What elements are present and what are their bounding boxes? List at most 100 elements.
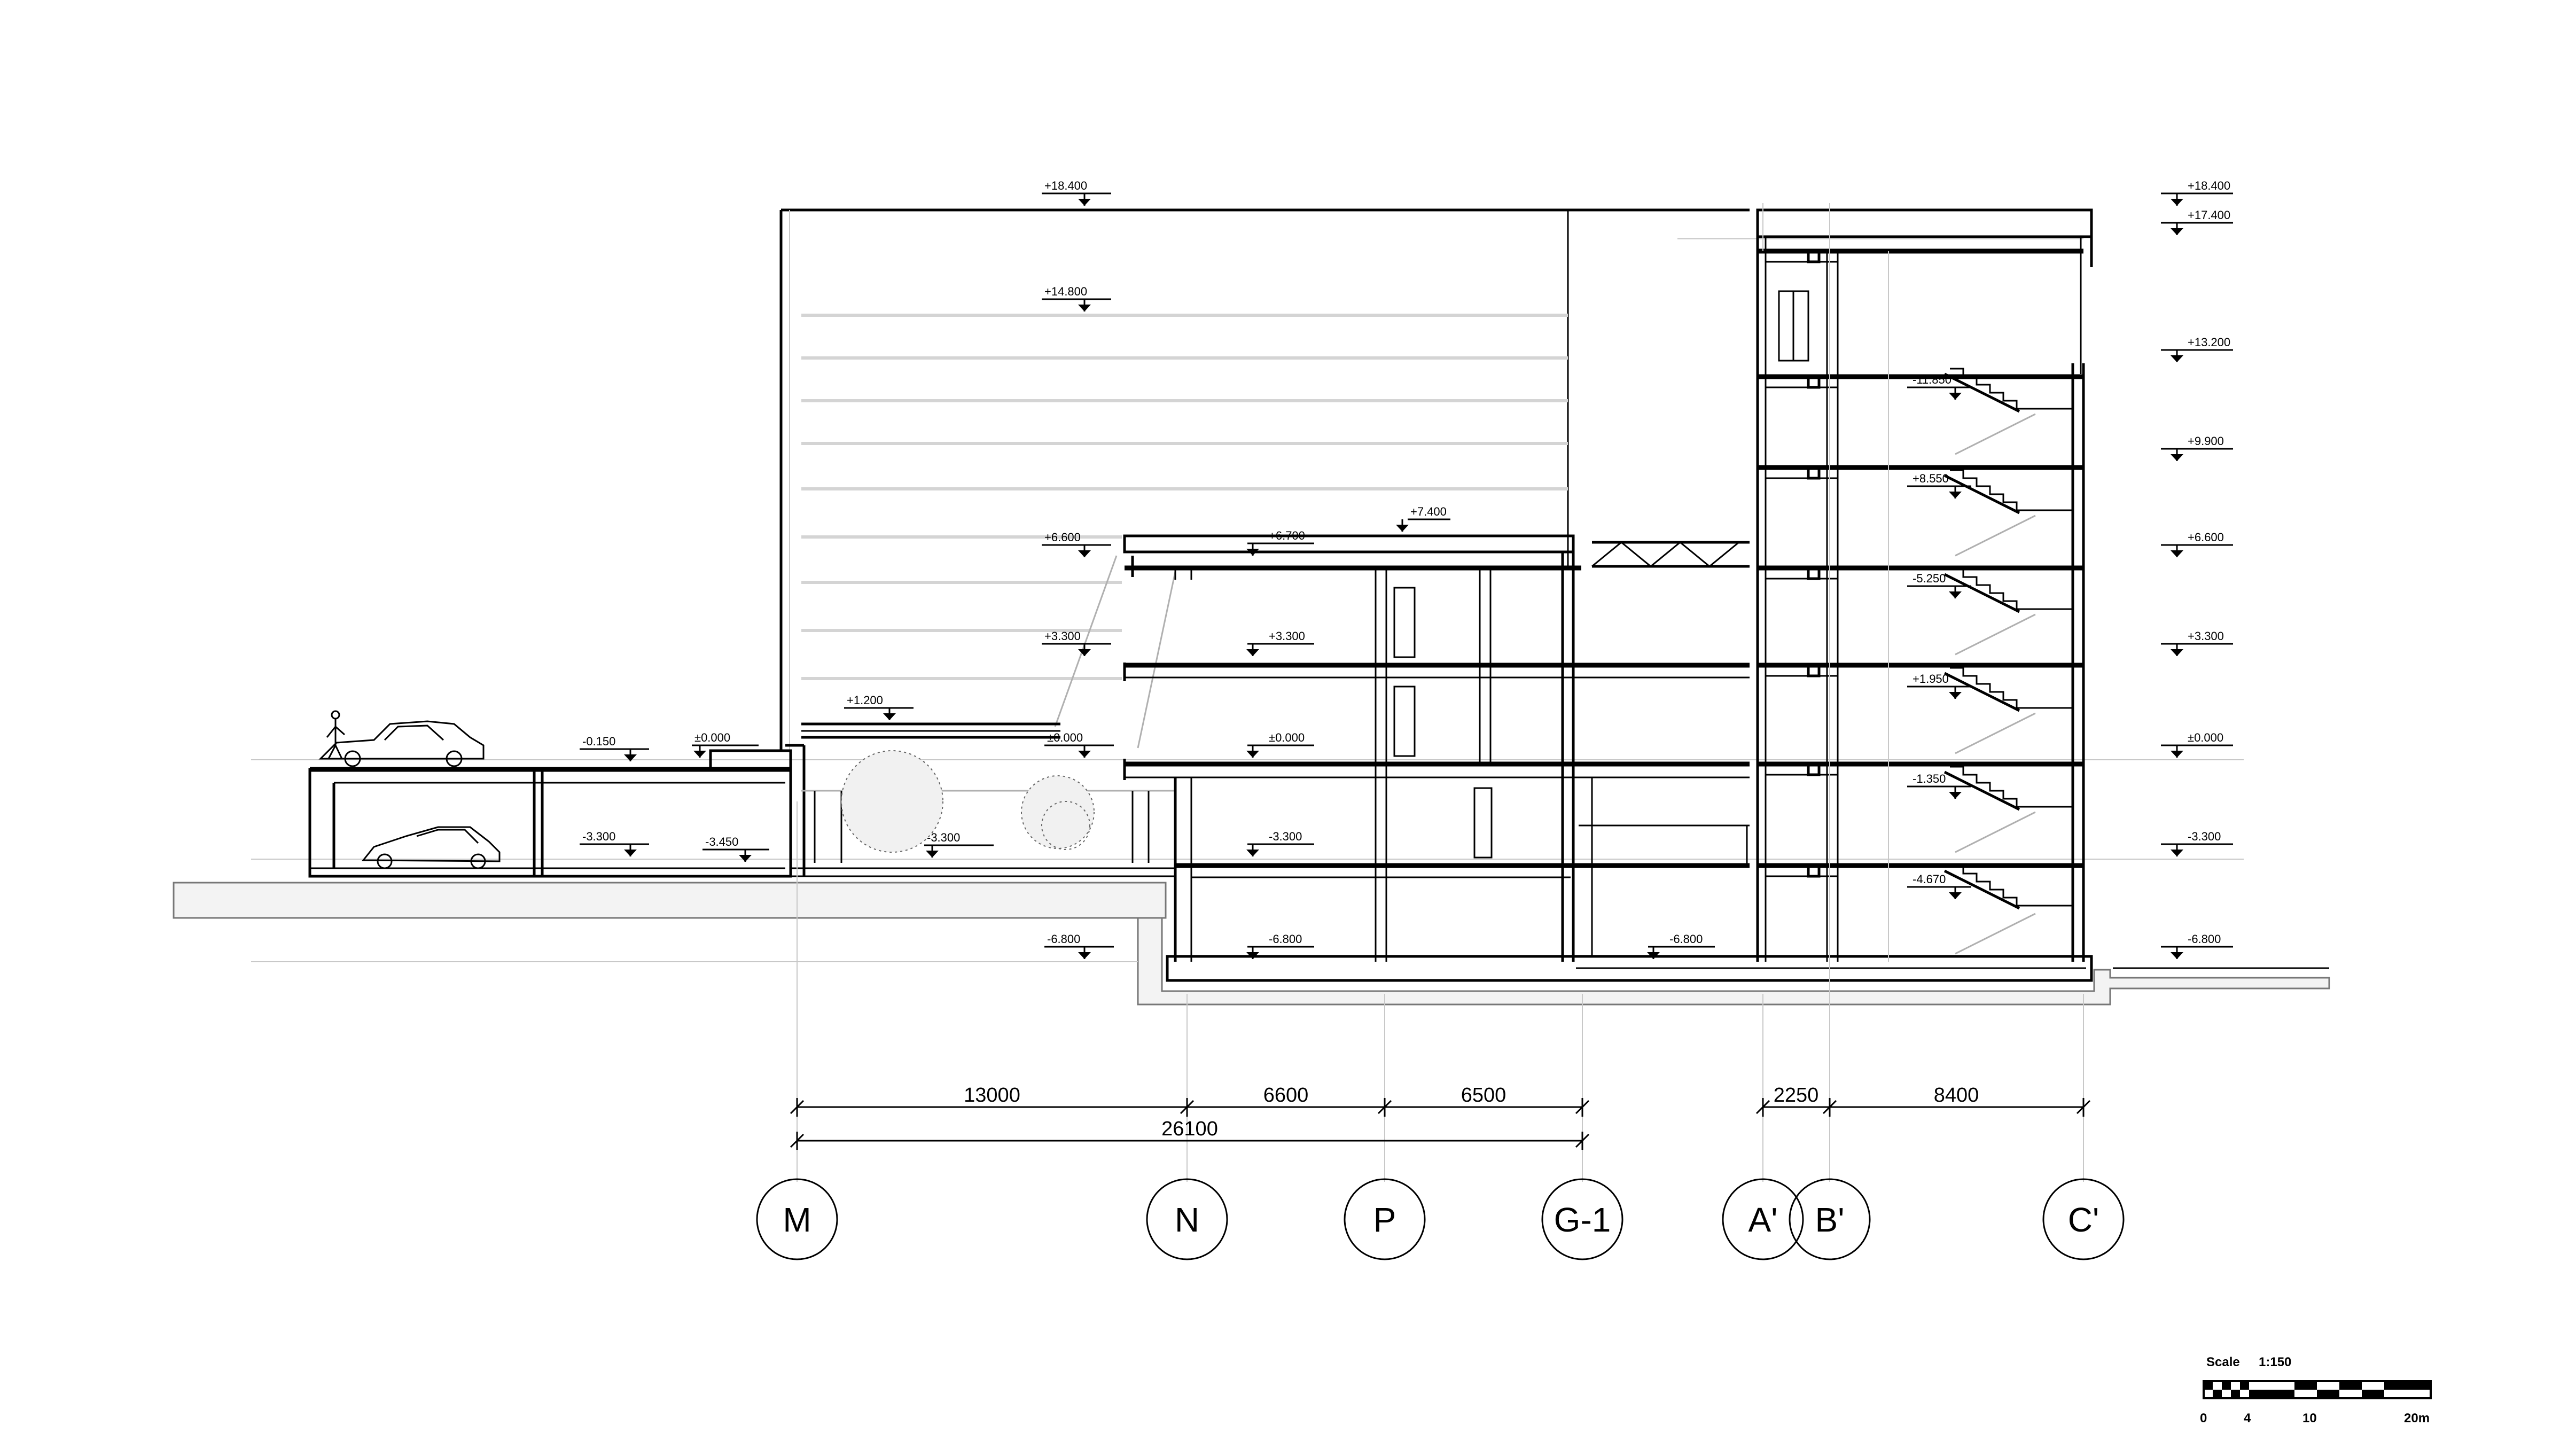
level-label: +18.400 xyxy=(1044,179,1087,192)
pedestrian-icon xyxy=(326,719,345,759)
level-label: -6.800 xyxy=(2188,932,2221,946)
dimension-label: 2250 xyxy=(1774,1084,1819,1107)
level-label: +1.950 xyxy=(1913,672,1949,685)
middle-block xyxy=(1123,534,2093,982)
dimension-label: 13000 xyxy=(964,1084,1020,1107)
level-label: -11.850 xyxy=(1913,373,1951,386)
right-level-marker: +17.400 xyxy=(2161,208,2233,235)
level-marker: +3.300 xyxy=(1246,629,1314,656)
level-label: +3.300 xyxy=(1044,629,1081,643)
stair-level-marker: -4.670 xyxy=(1907,872,1971,899)
level-label: -4.670 xyxy=(1913,872,1946,886)
level-marker: -6.800 xyxy=(1044,932,1114,959)
stair-level-marker: -5.250 xyxy=(1907,572,1971,598)
level-marker: ±0.000 xyxy=(1044,731,1114,758)
car-ground-icon xyxy=(318,720,485,760)
level-marker: +1.200 xyxy=(844,694,914,720)
level-label: ±0.000 xyxy=(2188,731,2223,744)
ground-hatch xyxy=(173,882,2330,1006)
level-marker: +7.400 xyxy=(1396,505,1450,532)
axis-label: P xyxy=(1373,1201,1396,1239)
axis-bubble-b-prime: B' xyxy=(1789,1178,1871,1260)
level-marker: +6.600 xyxy=(1042,531,1111,557)
dimension-label: 6600 xyxy=(1263,1084,1309,1107)
grid-axis-lines xyxy=(797,203,2084,1182)
right-level-marker: -6.800 xyxy=(2161,932,2233,959)
level-marker: -3.300 xyxy=(924,831,994,858)
axis-bubble-a-prime: A' xyxy=(1722,1178,1804,1260)
car-parking-icon xyxy=(361,826,501,862)
axis-label: A' xyxy=(1748,1201,1778,1239)
level-label: -6.800 xyxy=(1047,932,1080,946)
stair-level-marker: -11.850 xyxy=(1907,373,1971,400)
level-label: ±0.000 xyxy=(1269,731,1305,744)
scale-bar: Scale 1:150 0 4 10 20m xyxy=(2200,1355,2432,1425)
axis-label: B' xyxy=(1815,1201,1845,1239)
level-markers: +18.400 +14.800 +7.400 +6.600 +6.700 +3.… xyxy=(580,179,2233,959)
level-label: -0.150 xyxy=(582,735,615,748)
stair-level-marker: +8.550 xyxy=(1907,472,1971,498)
atrium-volume xyxy=(779,208,1750,751)
sculpture-sphere-large xyxy=(841,750,943,853)
level-label: ±0.000 xyxy=(1047,731,1083,744)
right-level-marker: +3.300 xyxy=(2161,629,2233,656)
scale-tick: 4 xyxy=(2244,1411,2251,1425)
axis-bubble-m: M xyxy=(756,1178,838,1260)
right-level-marker: ±0.000 xyxy=(2161,731,2233,758)
level-label: -3.450 xyxy=(705,835,738,848)
right-level-marker: -3.300 xyxy=(2161,830,2233,856)
level-label: -3.300 xyxy=(2188,830,2221,843)
level-marker: ±0.000 xyxy=(1246,731,1314,758)
sculpture-sphere-medium xyxy=(1021,775,1095,849)
grid-axis-bubbles: M N P G-1 A' B' C' xyxy=(756,1178,2125,1260)
level-label: +17.400 xyxy=(2188,208,2230,222)
level-marker: +3.300 xyxy=(1042,629,1111,656)
sculpture-sphere-small xyxy=(1041,801,1090,850)
level-marker: +14.800 xyxy=(1042,285,1111,311)
stair-level-marker: +1.950 xyxy=(1907,672,1971,699)
right-level-marker: +6.600 xyxy=(2161,531,2233,557)
underground-parking xyxy=(308,710,1175,878)
level-label: +1.200 xyxy=(847,694,883,707)
level-marker: -3.300 xyxy=(1246,830,1314,856)
level-label: +6.600 xyxy=(1044,531,1081,544)
reference-lines xyxy=(251,238,2244,962)
stair-flights xyxy=(1943,368,2073,955)
level-label: -6.800 xyxy=(1269,932,1302,946)
level-marker: +18.400 xyxy=(1042,179,1111,206)
axis-bubble-n: N xyxy=(1146,1178,1228,1260)
axis-bubble-c-prime: C' xyxy=(2042,1178,2125,1260)
level-marker: ±0.000 xyxy=(692,731,759,758)
level-label: +18.400 xyxy=(2188,179,2230,192)
stair-level-marker: -1.350 xyxy=(1907,772,1971,799)
level-marker: -3.450 xyxy=(702,835,769,862)
scale-tick: 0 xyxy=(2200,1411,2207,1425)
level-marker: -3.300 xyxy=(580,830,649,856)
level-label: +6.600 xyxy=(2188,531,2224,544)
level-label: +9.900 xyxy=(2188,434,2224,448)
right-level-marker: +9.900 xyxy=(2161,434,2233,461)
dimension-label: 8400 xyxy=(1934,1084,1979,1107)
level-label: +7.400 xyxy=(1410,505,1447,518)
axis-bubble-p: P xyxy=(1344,1178,1426,1260)
level-label: +13.200 xyxy=(2188,336,2230,349)
dimension-total-label: 26100 xyxy=(1161,1118,1218,1140)
level-label: -3.300 xyxy=(1269,830,1302,843)
dimension-label: 6500 xyxy=(1461,1084,1506,1107)
level-label: -3.300 xyxy=(582,830,615,843)
level-label: -5.250 xyxy=(1913,572,1946,585)
scale-tick: 20m xyxy=(2404,1411,2430,1425)
level-label: +3.300 xyxy=(2188,629,2224,643)
level-label: +3.300 xyxy=(1269,629,1305,643)
scale-tick: 10 xyxy=(2302,1411,2317,1425)
axis-label: N xyxy=(1175,1201,1199,1239)
level-label: +14.800 xyxy=(1044,285,1087,298)
level-label: -1.350 xyxy=(1913,772,1946,785)
level-label: ±0.000 xyxy=(694,731,730,744)
right-tower xyxy=(1756,208,2093,962)
right-level-marker: +18.400 xyxy=(2161,179,2233,206)
level-label: +8.550 xyxy=(1913,472,1949,485)
level-label: -6.800 xyxy=(1669,932,1703,946)
level-marker: -0.150 xyxy=(580,735,649,761)
